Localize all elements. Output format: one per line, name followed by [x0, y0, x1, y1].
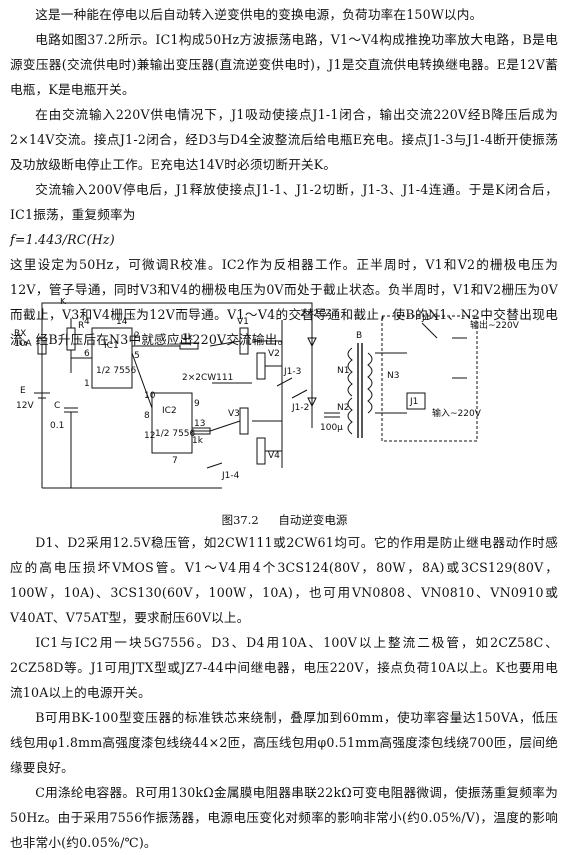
contact-j12-label: J1-2 — [291, 403, 309, 413]
figure-caption: 图37.2 自动逆变电源 — [0, 512, 569, 528]
caption-number: 图37.2 — [221, 513, 259, 527]
switch-label: K — [60, 298, 67, 307]
battery-voltage: 12V — [16, 401, 34, 411]
capacitor-100u-label: 100μ — [320, 423, 343, 433]
mosfet-v4-label: V4 — [268, 451, 280, 461]
mosfet-v1-label: V1 — [237, 317, 249, 327]
winding-n3-label: N3 — [387, 371, 399, 381]
ic1-label: IC1 — [104, 341, 119, 351]
mosfet-v2-label: V2 — [268, 349, 280, 359]
pin-number: 4 — [84, 317, 90, 327]
text-section-top: 这是一种能在停电以后自动转入逆变供电的变换电源，负荷功率在150W以内。 电路如… — [10, 2, 558, 352]
pin-number: 1 — [84, 379, 90, 389]
input-label: 输入~220V — [432, 407, 482, 419]
caption-title: 自动逆变电源 — [278, 513, 348, 527]
ic1-part: 1/2 7556 — [96, 366, 137, 376]
circuit-diagram: K BX 10A R E 12V C 0.1 IC1 1/2 7556 IC2 … — [14, 298, 520, 489]
pin-number: 13 — [194, 419, 205, 429]
resistor-1k-label: 1k — [182, 333, 194, 343]
paragraph: 这里设定为50Hz，可微调R校准。IC2作为反相器工作。正半周时，V1和V2的栅… — [10, 257, 558, 347]
fuse-rating: 10A — [14, 339, 32, 349]
text-section-bottom: D1、D2采用12.5V稳压管，如2CW111或2CW61均可。它的作用是防止继… — [10, 530, 558, 855]
mosfet-v3-label: V3 — [228, 409, 240, 419]
pin-number: 10 — [144, 391, 156, 401]
fuse-label: BX — [14, 329, 26, 339]
paragraph: D1、D2采用12.5V稳压管，如2CW111或2CW61均可。它的作用是防止继… — [10, 535, 558, 625]
ic2-label: IC2 — [162, 406, 177, 416]
capacitor-value: 0.1 — [50, 421, 64, 431]
ic2-part: 1/2 7556 — [155, 429, 196, 439]
pin-number: 5 — [134, 351, 140, 361]
contact-j13-label: J1-3 — [283, 367, 301, 377]
contact-j11-label: J1-1 — [421, 313, 439, 323]
output-label: 输出~220V — [470, 319, 520, 331]
pin-number: 14 — [116, 317, 128, 327]
pin-number: 12 — [144, 431, 155, 441]
paragraph: 这是一种能在停电以后自动转入逆变供电的变换电源，负荷功率在150W以内。 — [35, 7, 483, 22]
zener-label: 2×2CW111 — [182, 373, 233, 383]
pin-number: 7 — [172, 456, 178, 466]
transformer-label: B — [356, 331, 362, 341]
pin-number: 2 — [134, 331, 140, 341]
paragraph: 在由交流输入220V供电情况下，J1吸动使接点J1-1闭合，输出交流220V经B… — [10, 107, 558, 172]
battery-label: E — [20, 386, 26, 396]
rectifier-label: 2×2CZ — [300, 309, 331, 319]
paragraph: IC1与IC2用一块5G7556。D3、D4用10A、100V以上整流二极管，如… — [10, 635, 558, 700]
pin-number: 6 — [84, 349, 90, 359]
formula: f=1.443/RC(Hz) — [10, 232, 115, 247]
resistor-1k-label: 1k — [192, 436, 204, 446]
capacitor-label: C — [54, 401, 60, 411]
paragraph: B可用BK-100型变压器的标准铁芯来绕制，叠厚加到60mm，使功率容量达150… — [10, 710, 558, 775]
relay-coil-label: J1 — [409, 397, 418, 407]
paragraph: 交流输入200V停电后，J1释放使接点J1-1、J1-2切断，J1-3、J1-4… — [10, 182, 558, 222]
pin-number: 9 — [194, 399, 200, 409]
paragraph: 电路如图37.2所示。IC1构成50Hz方波振荡电路，V1～V4构成推挽功率放大… — [10, 32, 558, 97]
resistor-label: R — [78, 321, 84, 331]
paragraph: C用涤纶电容器。R可用130kΩ金属膜电阻器串联22kΩ可变电阻器微调，使振荡重… — [10, 785, 558, 850]
contact-j14-label: J1-4 — [221, 471, 240, 481]
pin-number: 8 — [144, 411, 150, 421]
winding-n1-label: N1 — [337, 366, 349, 376]
winding-n2-label: N2 — [337, 403, 349, 413]
